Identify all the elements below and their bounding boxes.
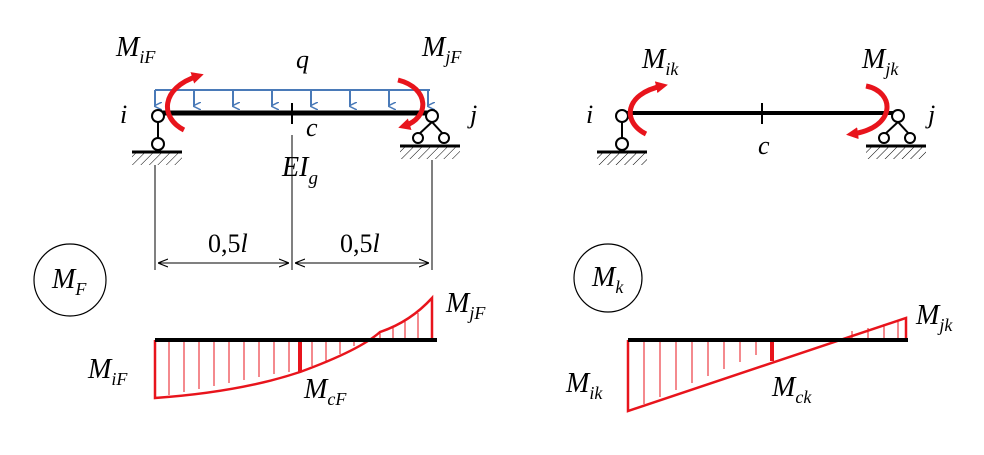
diagram-badge bbox=[573, 243, 643, 313]
support-i bbox=[132, 109, 182, 165]
support-j bbox=[866, 109, 926, 159]
moment-j-label: Mjk bbox=[861, 44, 899, 79]
moment-i-label: Mik bbox=[641, 44, 679, 79]
diagram-mid-label: Mck bbox=[771, 372, 812, 407]
diagram-right-label: MjF bbox=[445, 288, 486, 323]
diagram-right-label: Mjk bbox=[915, 300, 953, 335]
node-j-label: j bbox=[925, 100, 935, 129]
dim-left-label: 0,5l bbox=[208, 229, 248, 258]
moment-j-label: MjF bbox=[421, 32, 462, 67]
diagram-line bbox=[626, 316, 908, 413]
diagram-mid-label: McF bbox=[303, 374, 347, 409]
diagram-Mk: Mk Mik Mck Mjk bbox=[565, 243, 953, 413]
right-scheme: i j c Mik Mjk bbox=[586, 44, 935, 165]
diagram-badge-label: Mk bbox=[591, 262, 624, 297]
diagram-badge bbox=[33, 243, 107, 317]
diagram-MF: MF MiF McF MjF bbox=[33, 243, 486, 409]
distributed-load bbox=[154, 89, 430, 106]
center-label: c bbox=[306, 113, 318, 142]
moment-arrow-j bbox=[397, 77, 426, 130]
load-label: q bbox=[296, 45, 309, 74]
diagram-left-label: MiF bbox=[87, 354, 128, 389]
stiffness-label: EIg bbox=[281, 152, 318, 189]
moment-arrow-j bbox=[846, 83, 890, 140]
support-j bbox=[400, 109, 460, 159]
dim-right-label: 0,5l bbox=[340, 229, 380, 258]
hatch-lines bbox=[643, 320, 899, 404]
left-scheme: i j q c EIg MiF MjF 0,5l 0,5l bbox=[115, 32, 477, 270]
moment-i-label: MiF bbox=[115, 32, 156, 67]
center-label: c bbox=[758, 131, 770, 160]
node-i-label: i bbox=[120, 100, 127, 129]
diagram-curve bbox=[153, 294, 434, 400]
moment-arrow-i bbox=[165, 72, 204, 133]
hatch-lines bbox=[168, 313, 419, 395]
dimension-lines bbox=[154, 135, 433, 270]
diagram-badge-label: MF bbox=[51, 264, 87, 299]
node-i-label: i bbox=[586, 100, 593, 129]
diagram-left-label: Mik bbox=[565, 368, 603, 403]
moment-arrow-i bbox=[627, 81, 668, 137]
node-j-label: j bbox=[467, 100, 477, 129]
support-i bbox=[597, 109, 647, 165]
